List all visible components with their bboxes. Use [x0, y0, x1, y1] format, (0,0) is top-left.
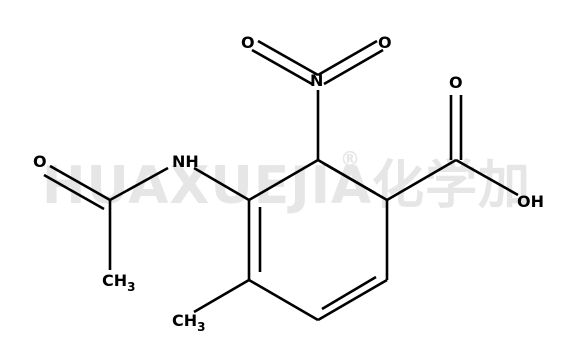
- ring-bond-c2-c3: [248, 158, 319, 202]
- bond-c-o-acetyl-1: [49, 164, 111, 202]
- bond-c1-c-carboxyl: [386, 158, 457, 202]
- bond-c3-nh: [193, 166, 250, 202]
- atom-ch3-ring: CH3: [172, 311, 206, 334]
- bond-n-o-right-1: [317, 39, 378, 77]
- atom-o-carboxyl: O: [449, 73, 463, 92]
- watermark-cjk-text: 化学加: [372, 156, 531, 216]
- atom-ch3-acetyl: CH3: [102, 271, 136, 294]
- ring-inner-double-c5-c6: [321, 275, 377, 311]
- atom-o-acetyl: O: [33, 152, 47, 171]
- bond-n-o-right-2: [323, 48, 384, 86]
- bond-c4-ch3: [193, 278, 250, 314]
- atom-nh: NH: [172, 152, 199, 171]
- atom-ch3-ring-subscript: 3: [197, 320, 205, 334]
- watermark: HUAXUEJIA ® 化学加: [42, 147, 531, 216]
- bond-c-o-acetyl-2: [43, 173, 105, 211]
- ring-inner-double-c1-c2: [322, 161, 376, 195]
- bond-n-o-left-1: [257, 39, 319, 77]
- atom-o-nitro-left: O: [241, 33, 255, 52]
- atom-oh-carboxyl: OH: [517, 192, 544, 211]
- bond-c-oh: [455, 158, 519, 197]
- atom-ch3-acetyl-subscript: 3: [127, 280, 135, 294]
- ring-bond-c5-c6: [317, 278, 388, 322]
- bond-n-o-left-2: [251, 48, 313, 86]
- atom-n-nitro: N: [310, 71, 323, 90]
- atom-ch3-ring-main: CH: [172, 311, 197, 330]
- watermark-text: HUAXUEJIA: [42, 156, 372, 216]
- ring-bond-c4-c5: [248, 278, 319, 322]
- watermark-registered-mark: ®: [340, 147, 361, 171]
- atom-ch3-acetyl-main: CH: [102, 271, 127, 290]
- atom-o-nitro-right: O: [378, 33, 392, 52]
- bond-nh-c-acetyl: [109, 166, 169, 202]
